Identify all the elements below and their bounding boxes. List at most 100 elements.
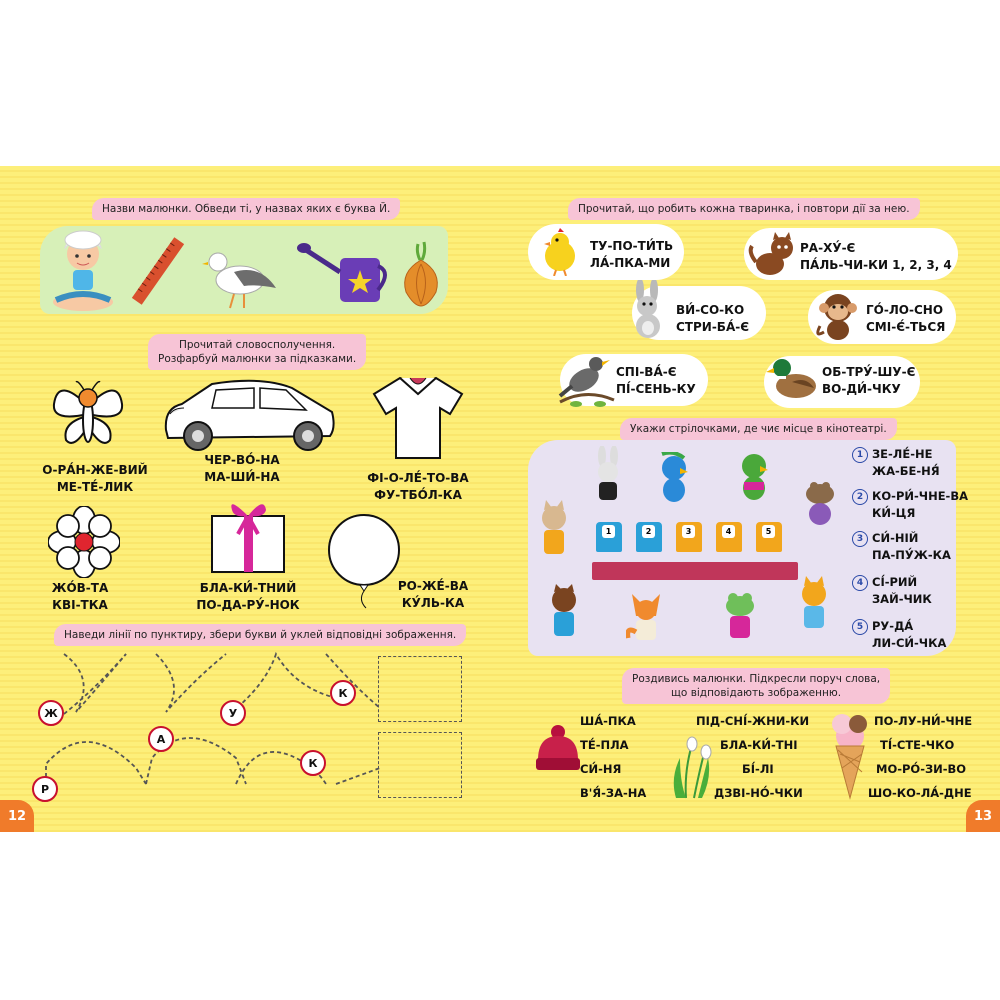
word-col3-3[interactable]: МО-РО́-ЗИ-ВО	[876, 762, 967, 776]
monkey-label-line1: ГО́-ЛО-СНО	[866, 303, 944, 317]
trace-letter-top-1: Ж	[38, 700, 64, 726]
butterfly-label-line1: О-РА́Н-ЖЕ-ВИЙ	[42, 463, 148, 477]
option-1-line1: ЗЕ-ЛЕ́-НЕ	[872, 447, 933, 461]
cinema-cat-icon	[542, 500, 566, 554]
flower-icon	[48, 506, 120, 578]
trace-letter-bottom-1: Р	[32, 776, 58, 802]
word-col3-1[interactable]: ПО-ЛУ-НИ́-ЧНЕ	[874, 714, 973, 728]
option-1: 1 ЗЕ-ЛЕ́-НЕ ЖА-БЕ-НЯ́	[852, 446, 940, 480]
gift-label-line1: БЛА-КИ́-ТНИЙ	[199, 581, 297, 595]
tshirt-icon	[372, 376, 464, 459]
watering-can-icon	[297, 243, 387, 302]
balloon-label-line1: РО-ЖЕ́-ВА	[397, 579, 469, 593]
right-task1-instruction: Прочитай, що робить кожна тваринка, і по…	[568, 198, 920, 220]
option-2-line1: КО-РИ́-ЧНЕ-ВА	[872, 489, 968, 503]
hat-icon	[536, 725, 580, 770]
seat-2[interactable]: 2	[636, 522, 662, 552]
cinema-toad-icon	[806, 482, 834, 525]
flower-label: ЖО́В-ТА КВІ-ТКА	[30, 580, 130, 614]
chick-label-line1: ТУ-ПО-ТИ́ТЬ	[590, 239, 674, 253]
seat-4-number: 4	[722, 525, 735, 538]
right-task3-instruction-line1: Роздивись малюнки. Підкресли поруч слова…	[632, 673, 881, 685]
duck-label-line1: ОБ-ТРУ́-ШУ-Є	[822, 365, 916, 379]
rabbit-label: ВИ́-СО-КО СТРИ-БА́-Є	[676, 302, 749, 336]
cinema-frog-icon	[726, 593, 754, 638]
right-task3-instruction-line2: що відповідають зображенню.	[671, 687, 842, 699]
seat-row-base	[592, 562, 798, 580]
car-label-line1: ЧЕР-ВО́-НА	[204, 453, 280, 467]
balloon-label: РО-ЖЕ́-ВА КУ́ЛЬ-КА	[388, 578, 478, 612]
sticker-box-top[interactable]	[378, 656, 462, 722]
option-1-line2: ЖА-БЕ-НЯ́	[872, 464, 940, 478]
left-task2-instruction-line2: Розфарбуй малюнки за підказками.	[158, 353, 357, 365]
tshirt-label-line1: ФІ-О-ЛЕ́-ТО-ВА	[367, 471, 469, 485]
cat-icon	[748, 232, 793, 275]
picture-strip	[40, 226, 448, 314]
seat-5[interactable]: 5	[756, 522, 782, 552]
flower-label-line2: КВІ-ТКА	[52, 598, 108, 612]
bird-label-line2: ПІ́-СЕНЬ-КУ	[616, 382, 696, 396]
word-col2-3[interactable]: БІ́-ЛІ	[742, 762, 774, 776]
tshirt-label-line2: ФУ-ТБО́Л-КА	[374, 488, 462, 502]
bird-icon	[558, 357, 615, 407]
word-col2-2[interactable]: БЛА-КИ́-ТНІ	[720, 738, 798, 752]
trace-lines[interactable]	[36, 648, 380, 808]
balloon-icon	[328, 514, 400, 609]
chick-label-line2: ЛА́-ПКА-МИ	[590, 256, 671, 270]
car-label-line2: МА-ШИ́-НА	[204, 470, 280, 484]
right-task2-instruction: Укажи стрілочками, де чиє місце в кіноте…	[620, 418, 897, 440]
word-col1-1[interactable]: ША́-ПКА	[580, 714, 636, 728]
left-task2-instruction-line1: Прочитай словосполучення.	[178, 339, 336, 351]
cat-label-line2: ПА́ЛЬ-ЧИ-КИ 1, 2, 3, 4	[800, 258, 952, 272]
gift-label: БЛА-КИ́-ТНИЙ ПО-ДА-РУ́-НОК	[178, 580, 318, 614]
trace-letter-top-2: У	[220, 700, 246, 726]
butterfly-icon	[52, 380, 124, 444]
word-col1-4[interactable]: В'Я́-ЗА-НА	[580, 786, 647, 800]
monkey-label: ГО́-ЛО-СНО СМІ-Є́-ТЬСЯ	[866, 302, 945, 336]
seat-3-number: 3	[682, 525, 695, 538]
word-col1-3[interactable]: СИ́-НЯ	[580, 762, 622, 776]
seat-3[interactable]: 3	[676, 522, 702, 552]
cinema-kitten-icon	[552, 584, 576, 636]
option-5-number: 5	[852, 618, 868, 635]
chick-label: ТУ-ПО-ТИ́ТЬ ЛА́-ПКА-МИ	[590, 238, 673, 272]
word-col3-2[interactable]: ТІ́-СТЕ-ЧКО	[880, 738, 955, 752]
seat-2-number: 2	[642, 525, 655, 538]
rabbit-label-line2: СТРИ-БА́-Є	[676, 320, 750, 334]
word-col3-4[interactable]: ШО-КО-ЛА́-ДНЕ	[868, 786, 972, 800]
bird-label: СПІ-ВА́-Є ПІ́-СЕНЬ-КУ	[616, 364, 696, 398]
option-1-number: 1	[852, 446, 868, 463]
monkey-icon	[816, 294, 857, 340]
duck-icon	[766, 359, 816, 398]
word-col1-2[interactable]: ТЕ́-ПЛА	[580, 738, 629, 752]
word-col2-4[interactable]: ДЗВІ-НО́-ЧКИ	[714, 786, 803, 800]
option-3-number: 3	[852, 530, 868, 547]
option-4-line2: ЗАЙ-ЧИК	[872, 592, 932, 606]
snowdrop-icon	[673, 736, 712, 799]
onion-icon	[404, 241, 438, 307]
tshirt-label: ФІ-О-ЛЕ́-ТО-ВА ФУ-ТБО́Л-КА	[358, 470, 478, 504]
ice-cream-icon	[832, 714, 867, 800]
option-3-line2: ПА-ПУ́Ж-КА	[872, 548, 951, 562]
balloon-label-line2: КУ́ЛЬ-КА	[401, 596, 465, 610]
seat-1-number: 1	[602, 525, 615, 538]
option-5-line1: РУ-ДА́	[872, 619, 914, 633]
seat-1[interactable]: 1	[596, 522, 622, 552]
option-2-line2: КИ́-ЦЯ	[872, 506, 916, 520]
seat-5-number: 5	[762, 525, 775, 538]
seagull-icon	[202, 252, 276, 309]
yogi-icon	[53, 230, 113, 311]
chick-icon	[544, 228, 575, 276]
left-task1-instruction: Назви малюнки. Обведи ті, у назвах яких …	[92, 198, 401, 220]
gift-label-line2: ПО-ДА-РУ́-НОК	[196, 598, 300, 612]
trace-letter-top-3: К	[330, 680, 356, 706]
page-number-left: 12	[0, 800, 34, 832]
sticker-box-bottom[interactable]	[378, 732, 462, 798]
trace-letter-bottom-2: А	[148, 726, 174, 752]
ruler-icon	[131, 237, 185, 305]
word-col2-1[interactable]: ПІД-СНІ́-ЖНИ-КИ	[696, 714, 810, 728]
seat-4[interactable]: 4	[716, 522, 742, 552]
